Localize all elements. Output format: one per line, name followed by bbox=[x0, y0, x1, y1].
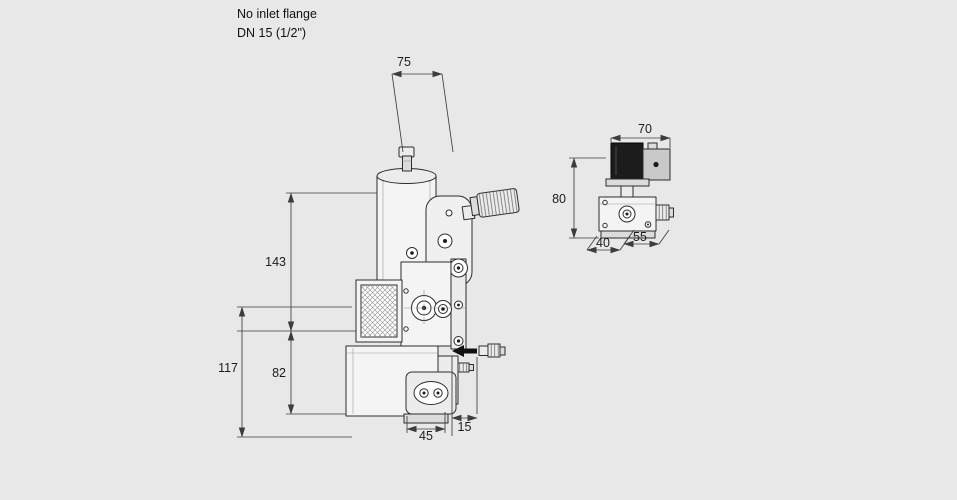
actuator-stem bbox=[398, 146, 415, 172]
connector-screw bbox=[653, 161, 659, 168]
flow-arrow-icon bbox=[452, 345, 477, 357]
outlet-plate bbox=[449, 258, 468, 350]
tap-oval bbox=[413, 381, 449, 405]
annotation-line2: DN 15 (1/2") bbox=[237, 26, 306, 40]
dim-label-15: 15 bbox=[458, 420, 472, 434]
valve-side-view: 70 80 40 55 bbox=[552, 122, 674, 254]
side-neck bbox=[620, 185, 634, 198]
test-point bbox=[452, 343, 506, 358]
dimensions-side: 70 80 40 55 bbox=[552, 122, 671, 254]
dim-label-80: 80 bbox=[552, 192, 566, 206]
side-adjuster-knob bbox=[655, 204, 674, 221]
dim-side-height: 80 bbox=[552, 157, 606, 239]
dim-label-117: 117 bbox=[218, 361, 238, 375]
valve-front-view: 75 143 82 117 bbox=[218, 55, 520, 443]
body-screw bbox=[403, 288, 409, 294]
valve-body bbox=[400, 261, 452, 347]
bottom-foot bbox=[403, 413, 449, 424]
dim-body-height: 82 bbox=[272, 330, 346, 415]
bottom-panel bbox=[405, 371, 457, 415]
dim-label-75: 75 bbox=[397, 55, 411, 69]
dim-label-70: 70 bbox=[638, 122, 652, 136]
dim-side-offset: 15 bbox=[451, 356, 478, 436]
side-fitting bbox=[457, 362, 474, 373]
dim-upper-height: 143 bbox=[237, 192, 377, 332]
dim-label-40: 40 bbox=[596, 236, 610, 250]
dimensions-front: 75 143 82 117 bbox=[218, 55, 478, 443]
dim-side-bottom-b: 55 bbox=[623, 229, 670, 248]
lower-body bbox=[345, 345, 474, 424]
dim-label-143: 143 bbox=[265, 255, 286, 269]
cable-connector bbox=[642, 142, 671, 181]
dome-screw bbox=[445, 209, 453, 217]
flow-adjuster-knob bbox=[461, 188, 520, 221]
filter-mesh bbox=[361, 285, 397, 337]
dim-lower-total-height: 117 bbox=[218, 306, 352, 438]
dim-label-55: 55 bbox=[633, 230, 647, 244]
body-screw bbox=[403, 326, 409, 332]
annotation-line1: No inlet flange bbox=[237, 7, 317, 21]
dim-label-82: 82 bbox=[272, 366, 286, 380]
dim-label-45: 45 bbox=[419, 429, 433, 443]
dim-top-width: 75 bbox=[391, 55, 454, 153]
side-body bbox=[598, 196, 657, 232]
annotation: No inlet flange DN 15 (1/2") bbox=[237, 7, 317, 40]
dim-side-bottom-a: 40 bbox=[586, 235, 631, 254]
dim-side-top-width: 70 bbox=[610, 122, 671, 148]
dim-base-width: 45 bbox=[406, 412, 446, 443]
inlet-filter bbox=[355, 279, 403, 343]
coil-flange bbox=[605, 178, 650, 187]
solenoid-coil bbox=[610, 142, 644, 180]
